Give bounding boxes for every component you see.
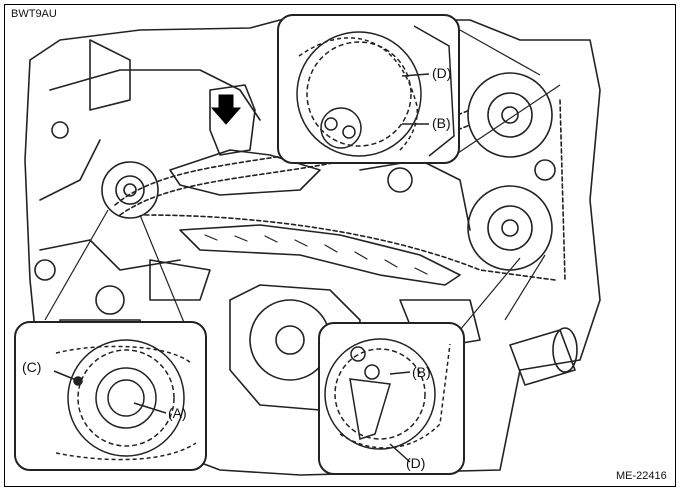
inset-bl-sprocket-inner: [95, 367, 157, 429]
inset-br-sprocket-outer: [324, 338, 436, 450]
inset-bl-sprocket-outer: [67, 339, 185, 457]
left-boss-2: [34, 259, 56, 281]
callout-d-top-right: (D): [432, 65, 452, 81]
left-boss-3: [95, 285, 125, 315]
rib-2: [149, 259, 211, 301]
inset-bl-leader-a: [133, 402, 167, 414]
inset-tr-sprocket-hub: [320, 107, 362, 149]
inset-top-right-drawing: [296, 25, 455, 157]
inset-tr-sprocket-ring: [306, 41, 412, 147]
crank-sprocket-inner: [115, 175, 145, 205]
inset-tr-bolt-1: [324, 117, 338, 131]
coolant-pipe-end: [552, 327, 578, 373]
inset-tr-bolt-2: [342, 125, 356, 139]
engine-block-detail-4: [39, 239, 181, 271]
inset-bl-mark-c: [73, 376, 83, 386]
inset-br-sprocket-ring: [334, 348, 426, 440]
leader-top-right-2: [454, 84, 561, 156]
inset-tr-sprocket-outer: [296, 31, 422, 157]
inset-bl-sprocket-ring: [77, 349, 175, 447]
crank-sprocket-hub: [123, 183, 137, 197]
callout-d-bottom-right: (D): [406, 455, 426, 471]
inset-bottom-right-drawing: [324, 338, 451, 463]
inset-bl-sprocket-hub: [107, 379, 145, 417]
left-boss-1: [51, 121, 69, 139]
coolant-pipe: [509, 329, 576, 386]
cam-sprocket-upper-inner: [487, 92, 533, 138]
chain-tensioner-lever: [169, 149, 321, 196]
inset-bl-leader-c: [53, 370, 77, 381]
inset-br-bolt-1: [350, 346, 366, 362]
center-boss: [387, 167, 413, 193]
leader-bottom-left-2: [139, 214, 186, 326]
inset-br-chain: [339, 343, 451, 449]
figure-code-bottom-right: ME-22416: [616, 470, 667, 482]
figure-code-top-left: BWT9AU: [11, 8, 57, 20]
figure-border: [4, 4, 676, 487]
idler-pulley-right: [534, 159, 556, 181]
engine-block-detail-2: [39, 139, 101, 201]
timing-chain-lower: [144, 214, 556, 281]
water-pump-inner: [275, 325, 305, 355]
cam-sprocket-lower-outer: [467, 185, 553, 271]
inset-bl-chain: [55, 345, 197, 461]
leader-bottom-left-1: [44, 209, 109, 321]
inset-bottom-left: (C) (A): [14, 321, 207, 471]
callout-b-top-right: (B): [432, 115, 451, 131]
crank-sprocket-outer: [101, 161, 159, 219]
leader-top-right-1: [459, 29, 541, 76]
leader-bottom-right-1: [504, 254, 546, 321]
inset-tr-chain: [298, 37, 418, 152]
engine-block-detail-3: [359, 159, 471, 231]
inset-br-bolt-2: [364, 364, 380, 380]
inset-br-lever: [349, 378, 391, 440]
engine-block-detail-1: [49, 69, 261, 121]
cam-sprocket-upper-outer: [467, 72, 553, 158]
inset-br-leader-d: [389, 443, 411, 463]
inset-tr-leader-d: [401, 73, 430, 77]
inset-bottom-right: (B) (D): [318, 322, 465, 475]
callout-c-bottom-left: (C): [22, 359, 42, 375]
timing-chain-right: [559, 99, 566, 281]
callout-b-bottom-right: (B): [412, 364, 431, 380]
inset-top-right: (D) (B): [277, 14, 460, 164]
cam-sprocket-upper-hub: [501, 106, 519, 124]
leader-bottom-right-2: [459, 257, 521, 331]
callout-a-bottom-left: (A): [168, 405, 187, 421]
rib-4: [89, 39, 131, 111]
cam-sprocket-lower-hub: [501, 219, 519, 237]
chain-tensioner: [209, 84, 256, 156]
inset-tr-housing: [413, 25, 455, 157]
cam-sprocket-lower-inner: [487, 205, 533, 251]
chain-guide: [179, 224, 461, 286]
pointer-arrow-icon: [210, 94, 242, 125]
inset-bottom-left-drawing: [53, 339, 197, 461]
inset-br-leader-b: [389, 371, 411, 375]
